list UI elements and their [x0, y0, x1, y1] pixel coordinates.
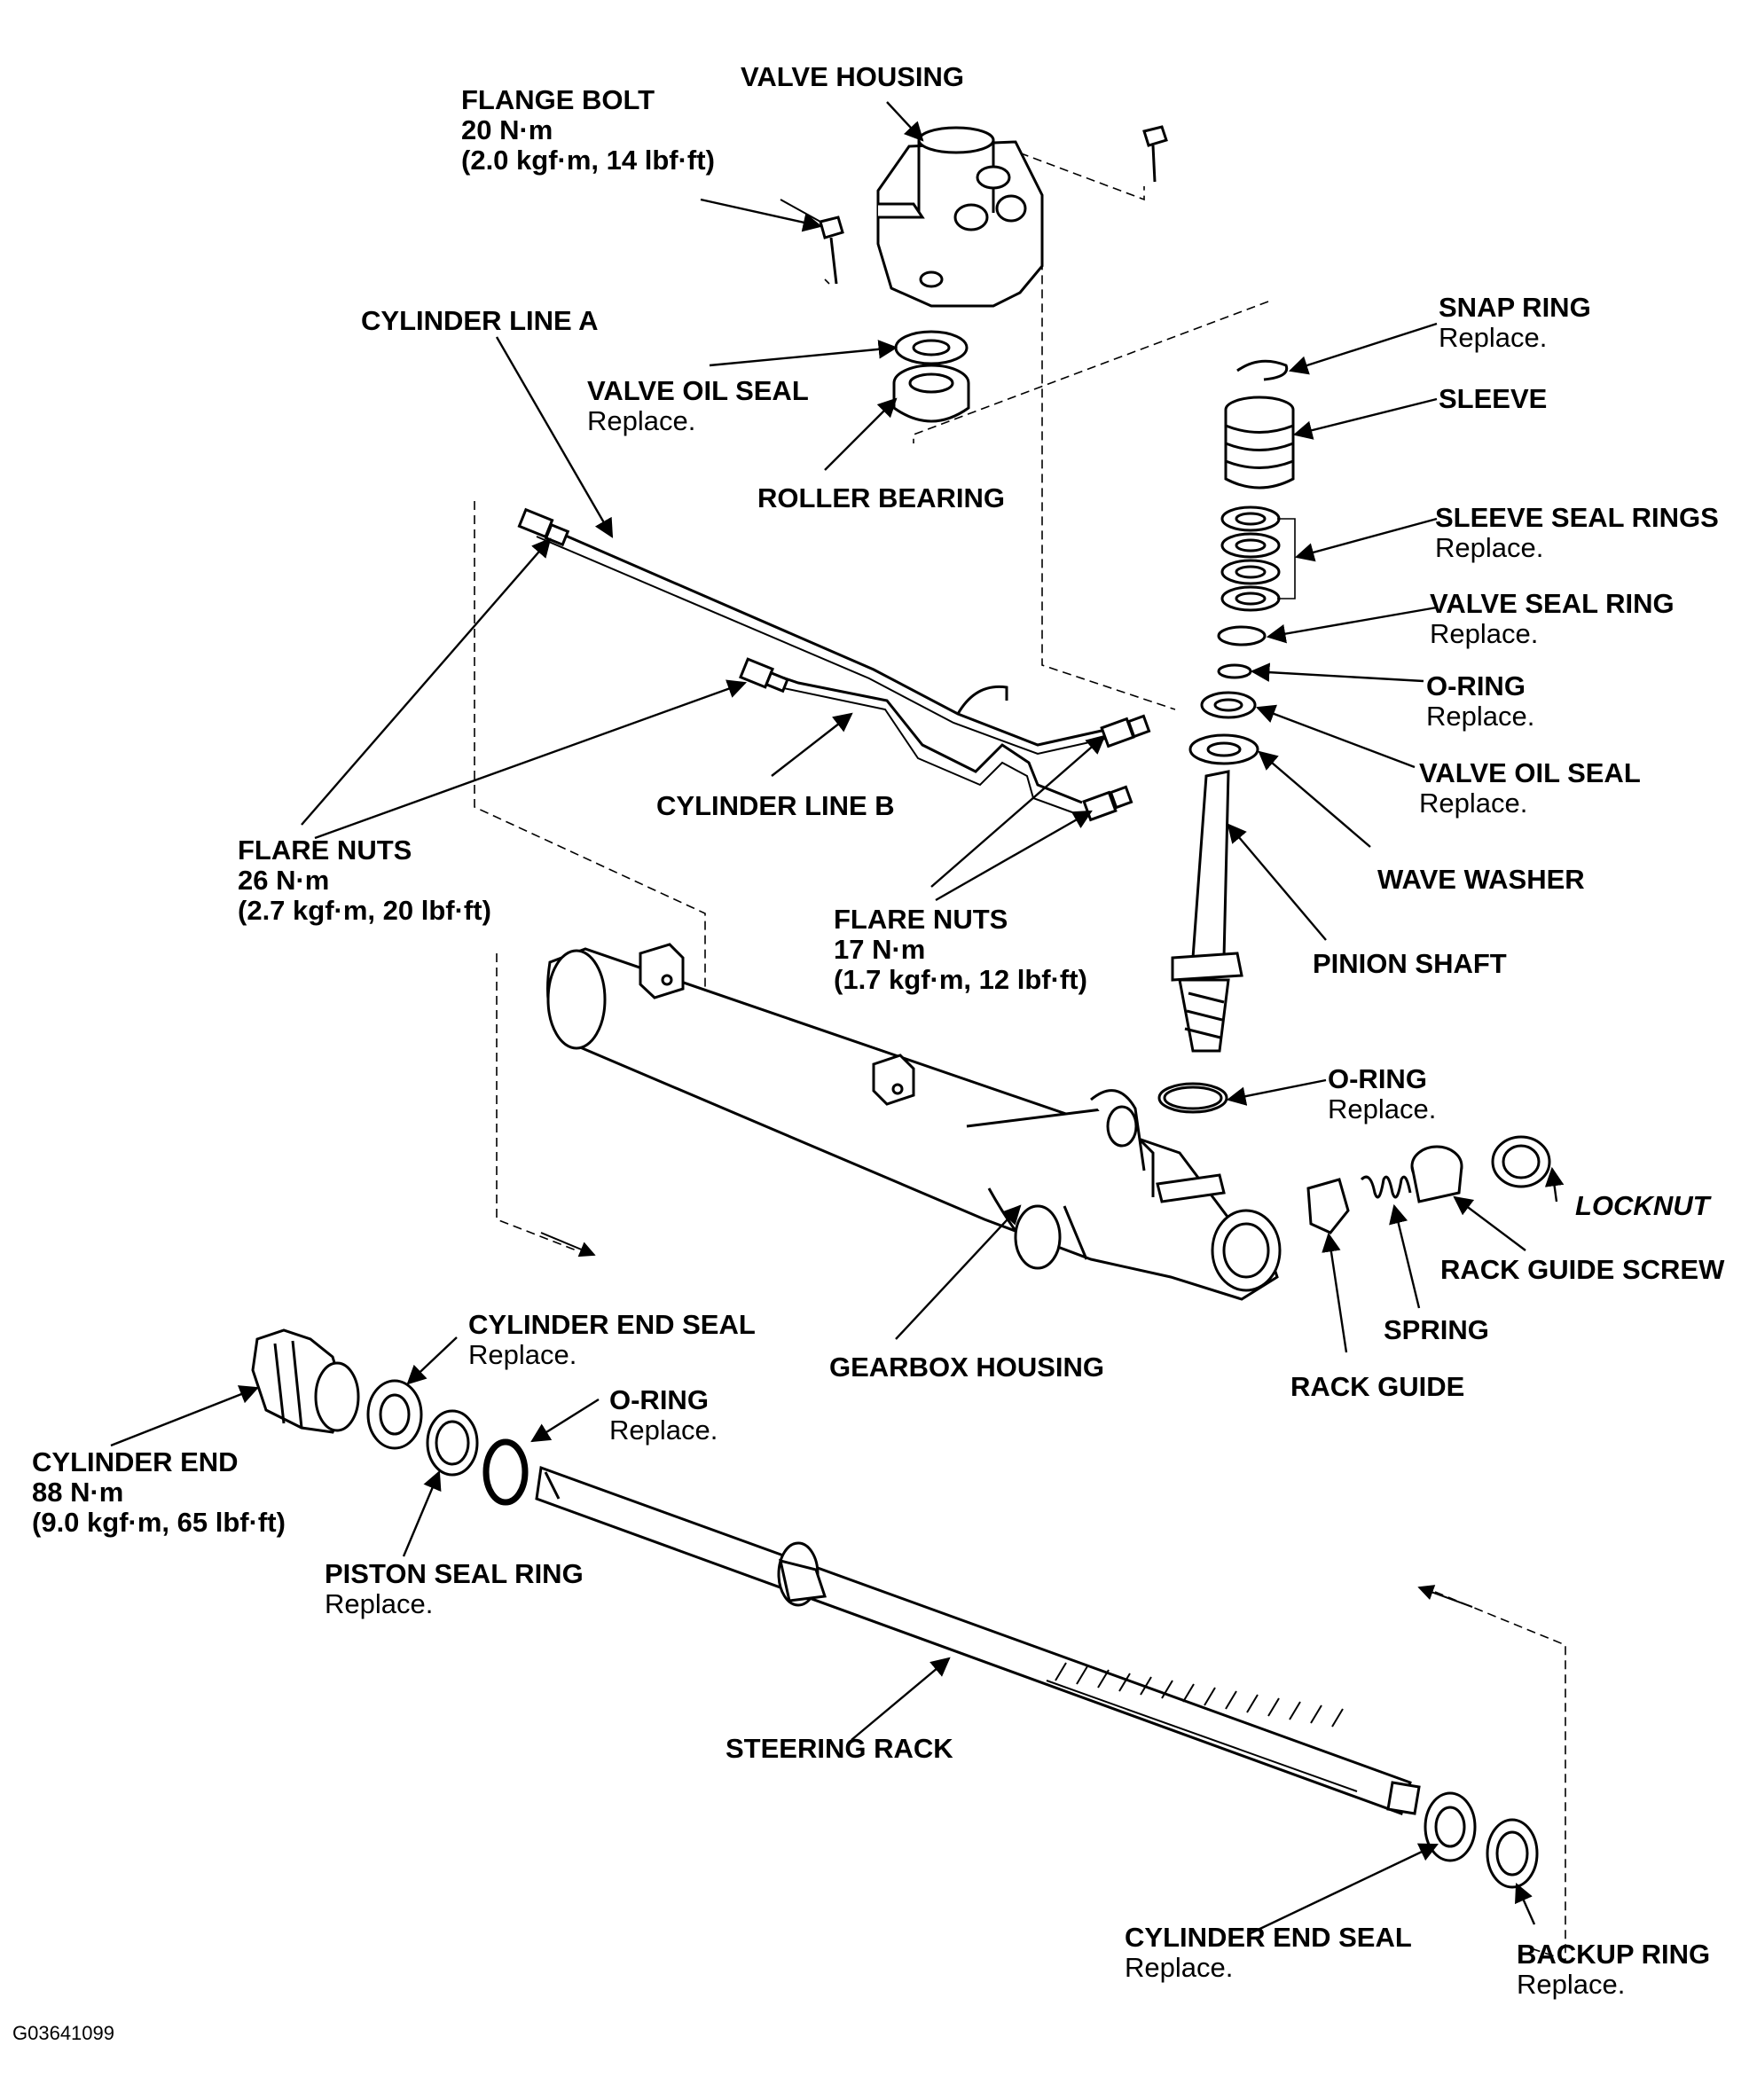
label-sleeve: SLEEVE — [1439, 383, 1548, 414]
label-valve-housing: VALVE HOUSING — [741, 61, 965, 92]
sleeve — [1224, 396, 1295, 490]
rack-guide — [1306, 1178, 1350, 1234]
spring — [1360, 1175, 1412, 1199]
label-gearbox-housing: GEARBOX HOUSING — [829, 1352, 1105, 1383]
flare-nuts-17 — [1082, 714, 1151, 822]
label-flare-nuts-17: FLARE NUTS 17 N·m (1.7 kgf·m, 12 lbf·ft) — [834, 904, 1087, 995]
cylinder-line-b — [757, 668, 1083, 817]
valve-housing — [876, 126, 1044, 308]
label-flange-bolt: FLANGE BOLT 20 N·m (2.0 kgf·m, 14 lbf·ft… — [461, 84, 715, 176]
rack-guide-screw — [1410, 1145, 1463, 1203]
label-roller-bearing: ROLLER BEARING — [757, 482, 1005, 513]
label-o-ring-valve: O-RING Replace. — [1426, 670, 1535, 732]
gearbox-housing — [546, 947, 1282, 1301]
label-valve-oil-seal-lower: VALVE OIL SEAL Replace. — [1419, 757, 1641, 819]
label-spring: SPRING — [1384, 1314, 1489, 1345]
label-o-ring-pinion: O-RING Replace. — [1328, 1063, 1437, 1124]
o-ring-pinion — [1157, 1082, 1228, 1114]
backup-ring — [1486, 1818, 1539, 1889]
sleeve-seal-rings — [1220, 505, 1281, 612]
label-cylinder-line-b: CYLINDER LINE B — [656, 790, 895, 821]
label-o-ring-cylinder: O-RING Replace. — [609, 1384, 718, 1446]
label-backup-ring: BACKUP RING Replace. — [1517, 1939, 1711, 2000]
wave-washer — [1188, 733, 1259, 765]
flare-nuts-26 — [517, 507, 789, 693]
cylinder-end-seal-left — [366, 1379, 423, 1450]
label-cylinder-end: CYLINDER END 88 N·m (9.0 kgf·m, 65 lbf·f… — [32, 1446, 286, 1538]
label-rack-guide: RACK GUIDE — [1290, 1371, 1465, 1402]
housing-bosses — [639, 943, 915, 1106]
label-wave-washer: WAVE WASHER — [1377, 864, 1585, 895]
o-ring-valve — [1217, 663, 1252, 679]
alignment-dashed-lines — [474, 132, 1566, 1962]
label-locknut: LOCKNUT — [1575, 1190, 1710, 1221]
label-cylinder-end-seal-left: CYLINDER END SEAL Replace. — [468, 1309, 756, 1370]
locknut — [1491, 1135, 1551, 1188]
label-steering-rack: STEERING RACK — [726, 1733, 953, 1764]
flange-bolts — [819, 125, 1168, 285]
steering-rack — [535, 1465, 1421, 1815]
label-piston-seal-ring: PISTON SEAL RING Replace. — [325, 1558, 584, 1619]
leader-arrows — [110, 101, 1565, 1935]
valve-oil-seal-lower — [1200, 691, 1257, 719]
roller-bearing — [892, 364, 970, 423]
cylinder-line-a — [536, 521, 1118, 756]
piston-seal-ring — [426, 1409, 479, 1477]
label-valve-oil-seal-top: VALVE OIL SEAL Replace. — [587, 375, 809, 436]
pinion-shaft — [1171, 770, 1243, 1053]
label-valve-seal-ring: VALVE SEAL RING Replace. — [1430, 588, 1675, 649]
cylinder-end — [251, 1328, 360, 1434]
valve-seal-ring — [1217, 625, 1267, 646]
cylinder-end-seal-right — [1424, 1791, 1477, 1862]
label-snap-ring: SNAP RING Replace. — [1439, 292, 1591, 353]
label-pinion-shaft: PINION SHAFT — [1313, 948, 1507, 979]
label-flare-nuts-26: FLARE NUTS 26 N·m (2.7 kgf·m, 20 lbf·ft) — [238, 835, 491, 926]
figure-id: G03641099 — [12, 2022, 114, 2044]
label-cylinder-line-a: CYLINDER LINE A — [361, 305, 599, 336]
label-cylinder-end-seal-right: CYLINDER END SEAL Replace. — [1125, 1922, 1412, 1983]
valve-oil-seal-top — [894, 330, 969, 365]
label-sleeve-seal-rings: SLEEVE SEAL RINGS Replace. — [1435, 502, 1719, 563]
o-ring-cylinder — [482, 1438, 529, 1506]
snap-ring — [1236, 359, 1289, 381]
label-rack-guide-screw: RACK GUIDE SCREW — [1440, 1254, 1725, 1285]
direction-arrows — [540, 1232, 1473, 1608]
